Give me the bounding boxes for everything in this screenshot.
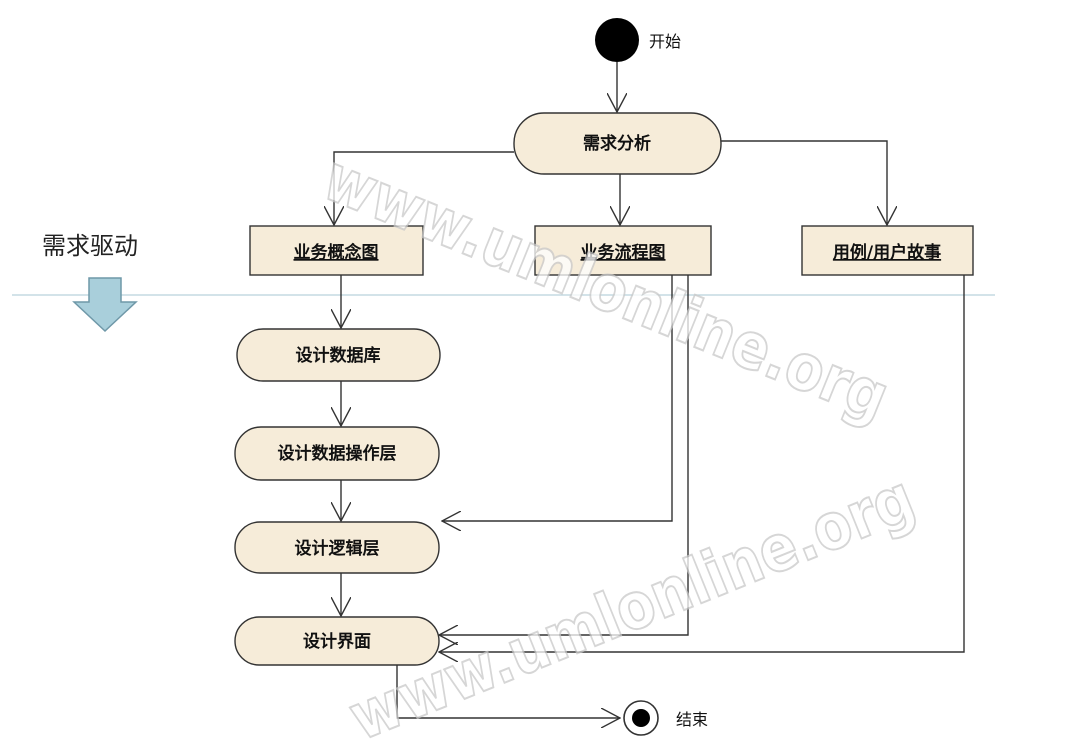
node-design-db-label: 设计数据库 [296,345,381,366]
start-label: 开始 [649,32,681,51]
start-node [595,18,639,62]
edge-usecase-to-ui [439,275,965,652]
node-biz-concept [249,225,424,276]
node-req-analysis [513,112,722,175]
node-biz-process-label: 业务流程图 [581,242,666,263]
node-use-case-label: 用例/用户故事 [833,242,941,263]
node-design-logic-label: 设计逻辑层 [295,538,380,559]
node-design-data-layer-label: 设计数据操作层 [278,443,397,464]
end-label: 结束 [676,710,708,729]
edge-analysis-to-usecase [721,140,887,225]
edge-ui-to-end [396,665,620,718]
node-design-data-layer [234,426,440,481]
node-req-analysis-label: 需求分析 [583,133,651,154]
node-design-logic [234,521,440,574]
edges [334,62,965,718]
node-biz-process [534,225,712,276]
down-arrow-icon [72,277,138,333]
node-design-db [236,328,441,382]
edge-analysis-to-concept [334,151,514,225]
node-design-ui-label: 设计界面 [303,631,371,652]
node-use-case [801,225,974,276]
edge-process-to-logic [442,275,673,521]
node-biz-concept-label: 业务概念图 [294,242,379,263]
node-design-ui [234,616,440,666]
edge-process-to-ui [439,275,689,635]
end-node-inner [632,709,650,727]
watermark-top: www.umlonline.org [313,142,899,436]
side-note-label: 需求驱动 [42,232,138,260]
